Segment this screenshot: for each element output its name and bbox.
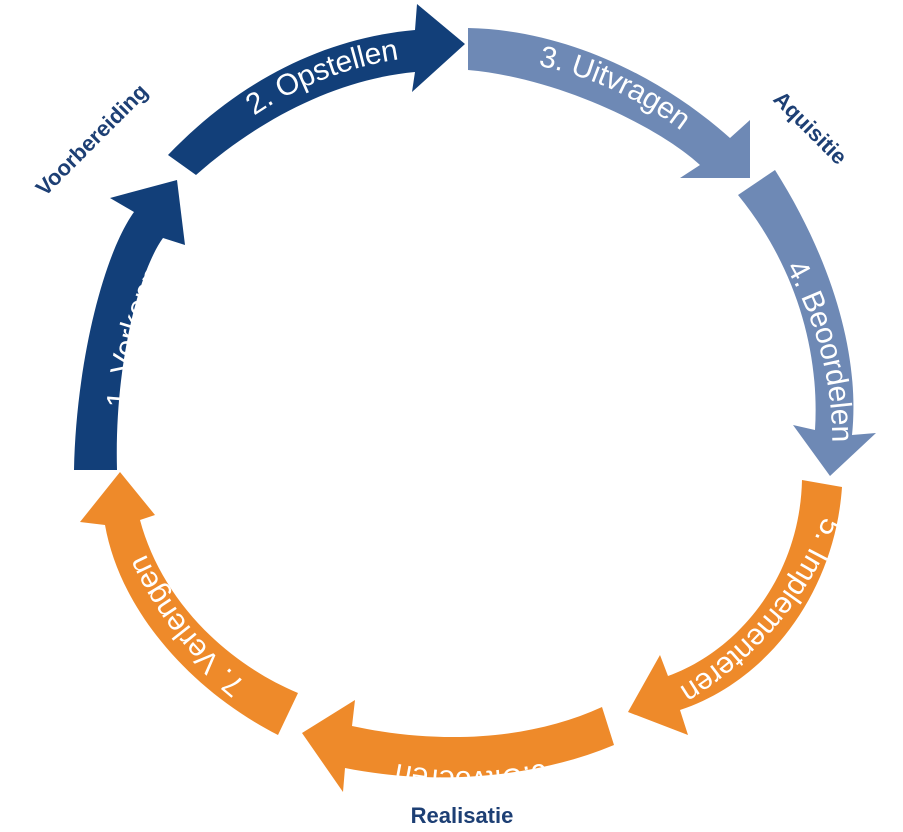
svg-text:5. Implementeren: 5. Implementeren xyxy=(675,514,848,710)
step-2-arrow xyxy=(168,4,465,175)
arrow-segments: 1. Verkennen 2. Opstellen 3. Uitvragen 4… xyxy=(74,4,876,797)
phase-aquisitie: Aquisitie xyxy=(769,86,852,169)
step-6-uitvoeren: 6.Uitvoeren xyxy=(302,700,614,797)
step-7-arrow xyxy=(80,472,298,735)
step-3-arrow xyxy=(468,28,750,178)
step-7-label: 7. Verlengen xyxy=(122,551,250,703)
step-2-opstellen: 2. Opstellen xyxy=(168,4,465,175)
step-7-verlengen: 7. Verlengen xyxy=(80,472,298,735)
step-3-uitvragen: 3. Uitvragen xyxy=(468,28,750,178)
step-5-label: 5. Implementeren xyxy=(675,514,848,710)
phase-realisatie: Realisatie xyxy=(411,803,514,828)
step-5-arrow xyxy=(628,480,842,735)
step-6-arrow xyxy=(302,700,614,792)
step-1-arrow xyxy=(74,180,185,470)
phase-voorbereiding: Voorbereiding xyxy=(31,79,153,201)
step-4-arrow xyxy=(738,170,876,476)
step-5-implementeren: 5. Implementeren xyxy=(628,480,848,735)
step-1-verkennen: 1. Verkennen xyxy=(74,180,185,470)
step-4-beoordelen: 4. Beoordelen xyxy=(738,170,876,476)
svg-text:7. Verlengen: 7. Verlengen xyxy=(122,551,250,703)
